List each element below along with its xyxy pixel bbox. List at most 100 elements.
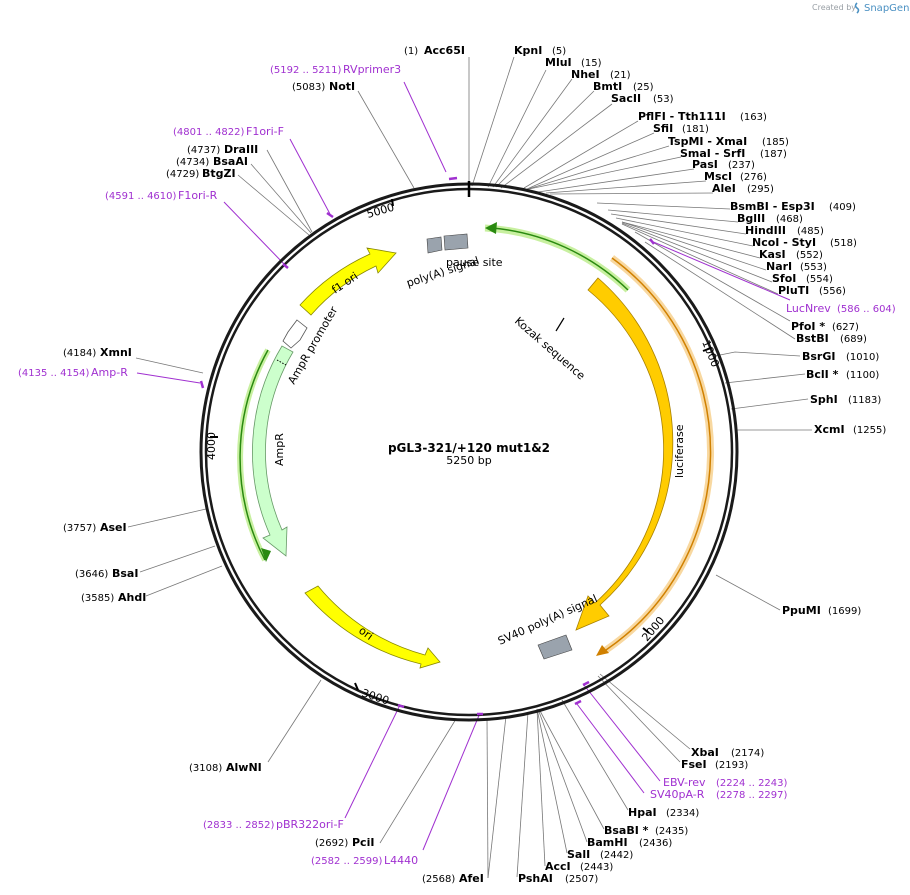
enzyme-name[interactable]: NotI [329, 80, 355, 93]
enzyme-name[interactable]: AccI [545, 860, 571, 873]
primer-leader-lines [136, 81, 791, 851]
enzyme-name[interactable]: PasI [692, 158, 718, 171]
enzyme-name[interactable]: NcoI - StyI [752, 236, 816, 249]
enzyme-name[interactable]: SmaI - SrfI [680, 147, 745, 160]
enzyme-pos: (2568) [422, 874, 455, 885]
enzyme-name[interactable]: HpaI [628, 806, 657, 819]
kozak-label: Kozak sequence [512, 314, 588, 382]
enzyme-name[interactable]: PpuMI [782, 604, 821, 617]
enzyme-pos: (2442) [600, 850, 633, 861]
enzyme-pos: (627) [832, 322, 859, 333]
enzyme-name[interactable]: SfiI [653, 122, 673, 135]
enzyme-name[interactable]: PluTI [778, 284, 809, 297]
enzyme-pos: (2193) [715, 760, 748, 771]
tick-label-1000: 1000 [699, 338, 722, 369]
enzyme-pos: (5) [552, 46, 566, 57]
sv40-polya-block [537, 634, 573, 660]
pause-site-block [443, 233, 469, 251]
enzyme-name[interactable]: BamHI [587, 836, 628, 849]
enzyme-name[interactable]: BsaBI * [604, 824, 649, 837]
enzyme-pos: (295) [747, 184, 774, 195]
enzyme-name[interactable]: XbaI [691, 746, 719, 759]
enzyme-name[interactable]: SacII [611, 92, 641, 105]
enzyme-name[interactable]: AhdI [118, 591, 146, 604]
enzyme-name[interactable]: MluI [545, 56, 572, 69]
enzyme-name[interactable]: SalI [567, 848, 590, 861]
primer-name[interactable]: LucNrev [786, 302, 831, 315]
lucnrev-arrow-head [485, 222, 497, 234]
primer-name[interactable]: Amp-R [91, 366, 128, 379]
enzyme-pos: (3108) [189, 763, 222, 774]
enzyme-pos: (1100) [846, 370, 879, 381]
f1-ori-arrow [299, 247, 397, 316]
enzyme-name[interactable]: BsmBI - Esp3I [730, 200, 815, 213]
primer-name[interactable]: EBV-rev [663, 776, 706, 789]
enzyme-pos: (409) [829, 202, 856, 213]
primer-range: (5192 .. 5211) [270, 65, 342, 76]
enzyme-pos: (2692) [315, 838, 348, 849]
enzyme-name[interactable]: PshAI [518, 872, 553, 885]
orange-primer-arc [605, 257, 712, 651]
primer-name[interactable]: L4440 [384, 854, 418, 867]
enzyme-name[interactable]: Acc65I [424, 44, 465, 57]
enzyme-pos: (2174) [731, 748, 764, 759]
enzyme-name[interactable]: AseI [100, 521, 127, 534]
enzyme-name[interactable]: SfoI [772, 272, 796, 285]
enzyme-pos: (25) [633, 82, 654, 93]
enzyme-pos: (185) [762, 137, 789, 148]
primer-name[interactable]: F1ori-F [246, 125, 284, 138]
scale-ticks [210, 198, 712, 691]
enzyme-pos: (4184) [63, 348, 96, 359]
enzyme-name[interactable]: BglII [737, 212, 765, 225]
enzyme-name[interactable]: KasI [759, 248, 786, 261]
enzyme-name[interactable]: MscI [704, 170, 732, 183]
enzyme-name[interactable]: NarI [766, 260, 792, 273]
enzyme-pos: (554) [806, 274, 833, 285]
primer-marks [199, 176, 655, 716]
enzyme-name[interactable]: BtgZI [202, 167, 236, 180]
enzyme-name[interactable]: BclI * [806, 368, 839, 381]
enzyme-name[interactable]: BstBI [796, 332, 829, 345]
enzyme-name[interactable]: AfeI [459, 872, 484, 885]
primer-name[interactable]: RVprimer3 [343, 63, 401, 76]
ampr-primer-arc [239, 349, 269, 561]
luciferase-label: luciferase [673, 424, 686, 478]
snapgene-brand: SnapGene [864, 3, 910, 14]
enzyme-name[interactable]: BsaAI [213, 155, 248, 168]
enzyme-name[interactable]: DraIII [224, 143, 258, 156]
enzyme-pos: (237) [728, 160, 755, 171]
enzyme-name[interactable]: KpnI [514, 44, 542, 57]
plasmid-name: pGL3-321/+120 mut1&2 [388, 441, 550, 455]
primer-name[interactable]: pBR322ori-F [276, 818, 344, 831]
primer-name[interactable]: SV40pA-R [650, 788, 705, 801]
luciferase-arrow [575, 277, 674, 631]
enzyme-name[interactable]: PflFI - Tth111I [638, 110, 726, 123]
primer-range: (586 .. 604) [837, 304, 896, 315]
primer-name[interactable]: F1ori-R [178, 189, 218, 202]
kozak-mark [555, 317, 565, 332]
enzyme-name[interactable]: XmnI [100, 346, 132, 359]
ampr-promoter-arrow [282, 319, 308, 349]
enzyme-name[interactable]: FseI [681, 758, 707, 771]
primer-range: (4801 .. 4822) [173, 127, 245, 138]
enzyme-name[interactable]: AleI [712, 182, 736, 195]
enzyme-name[interactable]: AlwNI [226, 761, 262, 774]
enzyme-name[interactable]: HindIII [745, 224, 786, 237]
enzyme-name[interactable]: BsrGI [802, 350, 835, 363]
enzyme-pos: (15) [581, 58, 602, 69]
enzyme-name[interactable]: PciI [352, 836, 374, 849]
enzyme-name[interactable]: XcmI [814, 423, 845, 436]
enzyme-pos: (2435) [655, 826, 688, 837]
enzyme-pos: (53) [653, 94, 674, 105]
enzyme-name[interactable]: NheI [571, 68, 600, 81]
enzyme-pos: (1) [404, 46, 418, 57]
pause-site-label: pause site [446, 256, 503, 269]
enzyme-name[interactable]: TspMI - XmaI [668, 135, 747, 148]
enzyme-name[interactable]: BmtI [593, 80, 622, 93]
enzyme-pos: (2334) [666, 808, 699, 819]
enzyme-name[interactable]: PfoI * [791, 320, 825, 333]
enzyme-name[interactable]: BsaI [112, 567, 138, 580]
enzyme-pos: (3757) [63, 523, 96, 534]
enzyme-name[interactable]: SphI [810, 393, 838, 406]
